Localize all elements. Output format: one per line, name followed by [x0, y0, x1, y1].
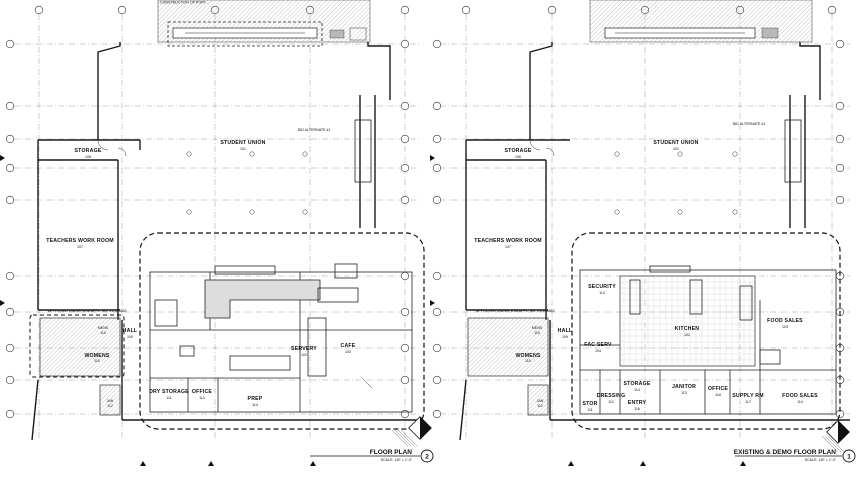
- svg-text:116: 116: [634, 407, 640, 411]
- svg-text:112: 112: [608, 400, 614, 404]
- room-office: OFFICE: [708, 386, 729, 392]
- right-plan-number: 1: [847, 454, 851, 461]
- svg-text:114: 114: [252, 403, 258, 407]
- bottom-markers: [140, 461, 746, 466]
- svg-text:110: 110: [94, 359, 100, 363]
- right-plan-scale: SCALE: 1/8" = 1'-0": [805, 458, 837, 462]
- room-prep: PREP: [248, 396, 263, 402]
- svg-text:101: 101: [240, 147, 246, 151]
- left-approved-note: APPROVED UNDER DSA APPL. NO. 01-105863: [48, 309, 127, 313]
- room-womens: WOMENS: [84, 353, 109, 359]
- room-storage: STORAGE: [505, 148, 532, 154]
- room-janitor: JANITOR: [672, 384, 696, 390]
- room-servery: SERVERY: [291, 346, 317, 352]
- left-plan-scale: SCALE: 1/8" = 1'-0": [381, 458, 413, 462]
- side-markers: [0, 155, 435, 306]
- svg-text:106: 106: [85, 155, 91, 159]
- room-student-union: STUDENT UNION: [220, 140, 265, 146]
- room-hall: HALL: [558, 328, 573, 334]
- right-plan-number-bubble: [842, 449, 856, 463]
- svg-text:118: 118: [715, 393, 721, 397]
- room-teachers-work-room: TEACHERS WORK ROOM: [46, 238, 114, 244]
- room-food-sales-upper: FOOD SALES: [767, 318, 803, 324]
- right-room-labels: STORAGE 106 STUDENT UNION 101 TEACHERS W…: [474, 140, 818, 412]
- right-plan-title: EXISTING & DEMO FLOOR PLAN: [734, 449, 837, 456]
- svg-text:101: 101: [673, 147, 679, 151]
- left-plan-number-bubble: [420, 449, 434, 463]
- svg-text:102: 102: [301, 353, 307, 357]
- svg-text:111: 111: [587, 408, 592, 412]
- svg-text:109: 109: [127, 335, 133, 339]
- left-grid-horizontal: [14, 43, 420, 415]
- right-alt-note: BID ALTERNATE #1: [733, 122, 765, 126]
- left-restroom-boundary: [29, 314, 125, 378]
- svg-text:113: 113: [199, 396, 205, 400]
- left-plan-number: 2: [425, 454, 429, 461]
- left-scope-boundary: [139, 232, 425, 430]
- svg-text:111: 111: [166, 396, 171, 400]
- left-walls: [31, 42, 420, 441]
- room-jan: JAN: [537, 399, 544, 403]
- svg-text:107: 107: [505, 245, 511, 249]
- left-interior: [39, 119, 413, 416]
- header-note: CONSTRUCTION OF PORT...: [160, 1, 208, 5]
- svg-text:106: 106: [515, 155, 521, 159]
- right-walls: [459, 42, 850, 441]
- room-student-union: STUDENT UNION: [653, 140, 698, 146]
- svg-text:109: 109: [562, 335, 568, 339]
- room-teachers-work-room: TEACHERS WORK ROOM: [474, 238, 542, 244]
- room-dressing: DRESSING: [597, 393, 626, 399]
- room-jan: JAN: [107, 399, 114, 403]
- room-entry: ENTRY: [628, 400, 647, 406]
- right-interior: [467, 119, 837, 416]
- left-plan: 2 FLOOR PLAN SCALE: 1/8" = 1'-0" BID ALT…: [5, 0, 434, 463]
- room-storage-kitchen: STORAGE: [624, 381, 651, 387]
- room-security: SECURITY: [588, 284, 616, 290]
- room-mens: MENS: [98, 326, 109, 330]
- left-room-labels: STORAGE 106 STUDENT UNION 101 TEACHERS W…: [46, 140, 356, 408]
- svg-text:103: 103: [345, 350, 351, 354]
- room-stor: STOR: [582, 401, 597, 407]
- room-food-sales-lower: FOOD SALES: [782, 393, 818, 399]
- svg-text:117: 117: [745, 400, 751, 404]
- room-supply-rm: SUPPLY RM: [732, 393, 764, 399]
- right-grid-bubbles: [432, 5, 845, 419]
- svg-text:103: 103: [782, 325, 788, 329]
- right-scope-boundary: [571, 232, 841, 430]
- room-kitchen: KITCHEN: [675, 326, 700, 332]
- svg-text:113: 113: [599, 291, 605, 295]
- room-hall: HALL: [123, 328, 138, 334]
- svg-text:112: 112: [107, 404, 113, 408]
- svg-text:110: 110: [100, 331, 106, 335]
- right-approved-note: APPROVED UNDER DSA APPL. NO. 01-105863: [476, 309, 555, 313]
- svg-text:104: 104: [595, 349, 601, 353]
- svg-text:110: 110: [534, 331, 540, 335]
- right-plan: 1 EXISTING & DEMO FLOOR PLAN SCALE: 1/8"…: [432, 0, 856, 463]
- right-grid-vertical: [465, 14, 833, 440]
- room-office: OFFICE: [192, 389, 213, 395]
- left-alt-note: BID ALTERNATE #1: [298, 128, 330, 132]
- room-womens: WOMENS: [515, 353, 540, 359]
- room-fac-serv: FAC SERV: [584, 342, 612, 348]
- room-storage: STORAGE: [75, 148, 102, 154]
- svg-text:102: 102: [684, 333, 690, 337]
- svg-text:113: 113: [681, 391, 687, 395]
- room-dry-storage: DRY STORAGE: [149, 389, 189, 395]
- room-cafe: CAFE: [341, 343, 356, 349]
- right-north-arrow: [826, 420, 850, 444]
- left-north-arrow: [408, 416, 432, 440]
- svg-text:107: 107: [77, 245, 83, 249]
- svg-text:114: 114: [797, 400, 803, 404]
- svg-text:112: 112: [537, 404, 543, 408]
- left-plan-title: FLOOR PLAN: [370, 449, 413, 456]
- svg-text:110: 110: [525, 359, 531, 363]
- svg-text:114: 114: [634, 388, 640, 392]
- room-mens: MENS: [532, 326, 543, 330]
